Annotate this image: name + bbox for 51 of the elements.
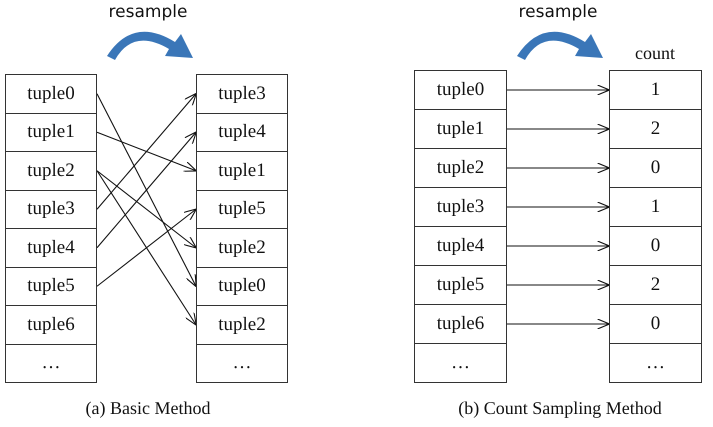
- table-cell: 1: [609, 70, 702, 110]
- table-cell: tuple2: [196, 228, 288, 268]
- table-cell: tuple4: [196, 112, 288, 152]
- arrow: [507, 123, 610, 135]
- table-cell: tuple1: [196, 151, 288, 190]
- table-cell: 2: [609, 265, 702, 305]
- table-cell: tuple3: [196, 74, 288, 114]
- table-cell: 1: [609, 187, 702, 227]
- table-cell: tuple5: [196, 190, 288, 229]
- table-cell: tuple6: [5, 305, 97, 344]
- arrow: [96, 92, 197, 210]
- table-cell: tuple3: [5, 190, 97, 229]
- table-cell: tuple2: [5, 151, 97, 190]
- caption: (b) Count Sampling Method: [458, 398, 662, 419]
- table-cell: 2: [609, 109, 702, 149]
- table-cell: tuple6: [414, 304, 507, 344]
- table-cell: tuple4: [5, 228, 97, 268]
- arrow: [507, 201, 610, 213]
- arrow: [507, 240, 610, 252]
- table-cell: …: [414, 343, 507, 383]
- table-cell: tuple0: [196, 266, 288, 306]
- table-cell: tuple1: [414, 109, 507, 149]
- label: count: [635, 43, 675, 64]
- caption: (a) Basic Method: [86, 398, 210, 419]
- arrow: [507, 318, 610, 330]
- arrow: [507, 162, 610, 174]
- arrow: [96, 170, 197, 326]
- table-cell: 0: [609, 148, 702, 188]
- table-cell: tuple2: [414, 148, 507, 188]
- table-cell: tuple2: [196, 305, 288, 344]
- table-cell: …: [196, 344, 288, 383]
- arrow: [96, 131, 197, 248]
- table-cell: tuple0: [5, 74, 97, 114]
- label: resample: [108, 2, 188, 22]
- table-cell: 0: [609, 304, 702, 344]
- table-cell: …: [609, 343, 702, 383]
- arrow: [96, 208, 197, 287]
- table-cell: tuple1: [5, 112, 97, 152]
- table-cell: …: [5, 344, 97, 383]
- label: resample: [518, 2, 598, 22]
- arrow: [507, 84, 610, 96]
- table-cell: tuple5: [414, 265, 507, 305]
- table-cell: tuple4: [414, 226, 507, 266]
- arrow: [96, 94, 197, 288]
- table-cell: tuple3: [414, 187, 507, 227]
- arrow: [507, 279, 610, 291]
- table-cell: tuple0: [414, 70, 507, 110]
- arrow: [96, 170, 197, 249]
- table-cell: 0: [609, 226, 702, 266]
- table-cell: tuple5: [5, 266, 97, 306]
- arrow: [96, 132, 198, 172]
